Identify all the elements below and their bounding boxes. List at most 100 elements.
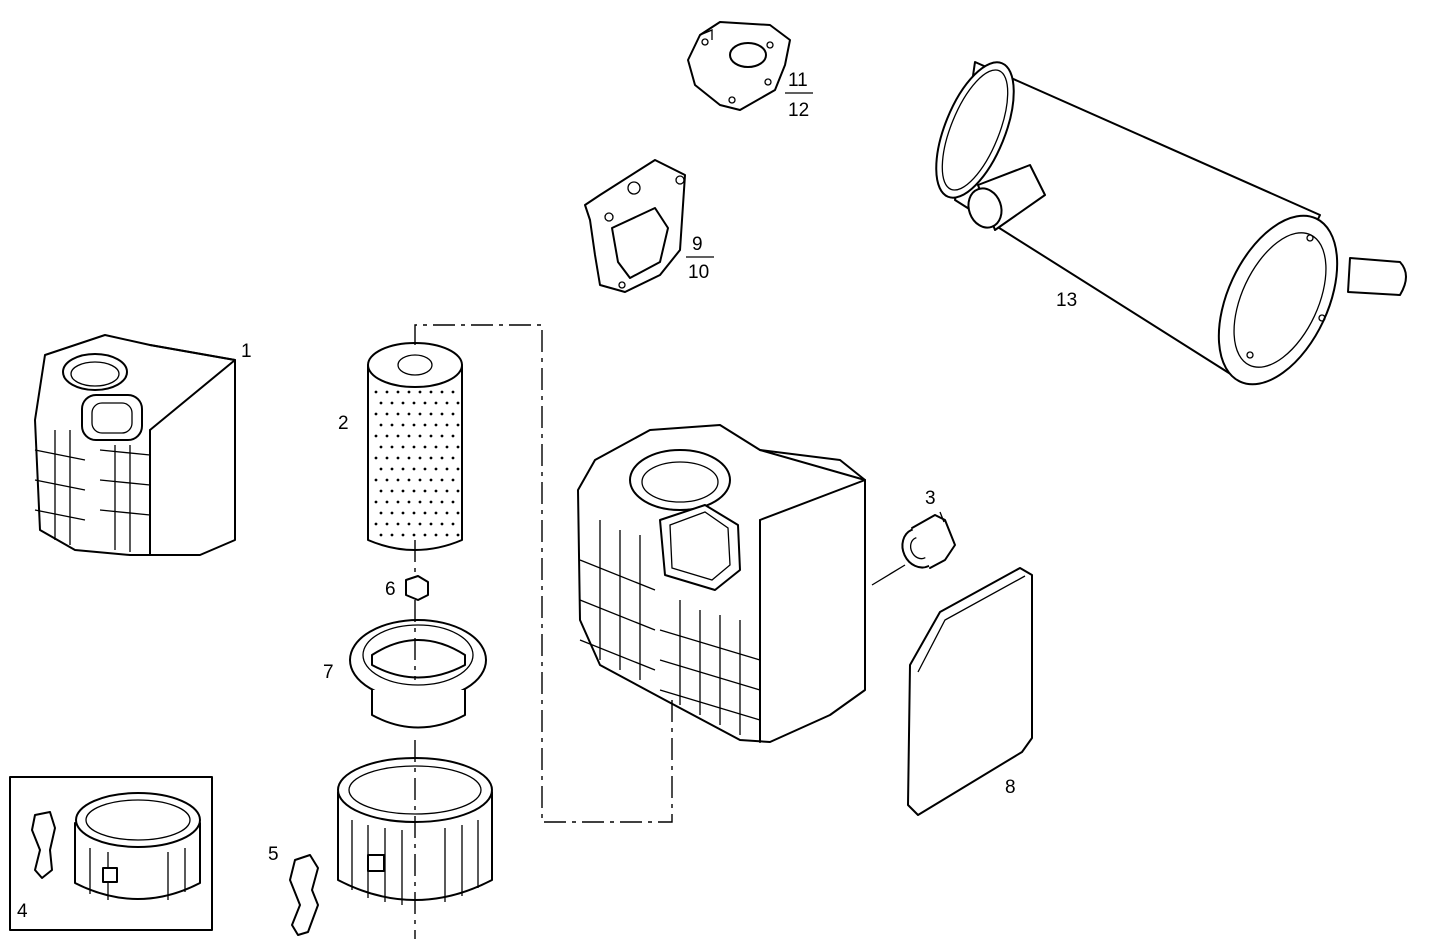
mesh-dot <box>445 489 449 493</box>
mesh-dot <box>412 489 416 493</box>
mesh-dot <box>396 478 400 482</box>
mesh-dot <box>445 401 449 405</box>
mesh-dot <box>456 511 460 515</box>
callout-5: 5 <box>268 844 279 865</box>
callout-1: 1 <box>241 341 252 362</box>
mesh-dot <box>396 522 400 526</box>
mesh-dot <box>423 445 427 449</box>
muffler <box>935 61 1407 386</box>
mesh-dot <box>445 445 449 449</box>
mesh-dot <box>379 467 383 471</box>
spring-clip <box>289 854 319 936</box>
mesh-dot <box>434 511 438 515</box>
mesh-dot <box>385 522 389 526</box>
mesh-dot <box>423 423 427 427</box>
mesh-dot <box>396 500 400 504</box>
mesh-dot <box>429 456 433 460</box>
mesh-dot <box>412 533 416 537</box>
mesh-dot <box>418 522 422 526</box>
mesh-dot <box>429 478 433 482</box>
mesh-dot <box>379 533 383 537</box>
mesh-dot <box>434 489 438 493</box>
mesh-dot <box>379 511 383 515</box>
mesh-dot <box>434 423 438 427</box>
mesh-dot <box>390 401 394 405</box>
mesh-dot <box>451 456 455 460</box>
callout-8: 6 <box>385 579 396 600</box>
mesh-dot <box>429 434 433 438</box>
mesh-dot <box>374 500 378 504</box>
mesh-dot <box>429 522 433 526</box>
mesh-dot <box>412 423 416 427</box>
mesh-dot <box>379 423 383 427</box>
mesh-dot <box>390 423 394 427</box>
mesh-dot <box>434 533 438 537</box>
mesh-dot <box>407 478 411 482</box>
mesh-dot <box>445 533 449 537</box>
mesh-dot <box>429 412 433 416</box>
callout-13: 13 <box>1056 290 1077 311</box>
mesh-dot <box>374 434 378 438</box>
wing-nut <box>405 575 429 601</box>
mesh-dot <box>374 390 378 394</box>
mesh-dot <box>390 467 394 471</box>
mesh-dot <box>385 434 389 438</box>
mesh-dot <box>451 390 455 394</box>
mesh-dot <box>440 390 444 394</box>
pre-filter-panel <box>907 567 1033 816</box>
mesh-dot <box>451 412 455 416</box>
callout-9: 9 <box>692 234 703 255</box>
mesh-dot <box>451 522 455 526</box>
mesh-dot <box>456 467 460 471</box>
housing-top-left <box>34 334 236 556</box>
callout-12: 12 <box>788 100 809 121</box>
mesh-dot <box>385 412 389 416</box>
mesh-dot <box>407 522 411 526</box>
mesh-dot <box>440 412 444 416</box>
mesh-dot <box>385 500 389 504</box>
mesh-dot <box>385 478 389 482</box>
mesh-dot <box>434 467 438 471</box>
mesh-dot <box>423 533 427 537</box>
callout-6: 7 <box>323 662 334 683</box>
mesh-dot <box>379 401 383 405</box>
mesh-dot <box>418 478 422 482</box>
dust-cup-cover <box>349 619 487 729</box>
mesh-dot <box>407 412 411 416</box>
mesh-dot <box>379 445 383 449</box>
mesh-dot <box>440 522 444 526</box>
mesh-dot <box>423 511 427 515</box>
mesh-dot <box>401 401 405 405</box>
mesh-dot <box>451 434 455 438</box>
mesh-dot <box>456 401 460 405</box>
mesh-dot <box>396 412 400 416</box>
mesh-dot <box>429 500 433 504</box>
mesh-dot <box>390 445 394 449</box>
mesh-dot <box>434 445 438 449</box>
mesh-dot <box>440 434 444 438</box>
mesh-dot <box>412 445 416 449</box>
filter-cartridge <box>367 342 463 551</box>
mesh-dot <box>374 456 378 460</box>
callout-3: 3 <box>925 488 936 509</box>
mesh-dot <box>418 412 422 416</box>
cup-kit-boxed <box>9 776 213 931</box>
mesh-dot <box>456 489 460 493</box>
mounting-flange <box>687 21 791 111</box>
mesh-dot <box>407 456 411 460</box>
mesh-dot <box>407 434 411 438</box>
mesh-dot <box>390 533 394 537</box>
callout-7: 8 <box>1005 777 1016 798</box>
mesh-dot <box>451 478 455 482</box>
mesh-dot <box>429 390 433 394</box>
filter-mesh <box>374 390 460 537</box>
mesh-dot <box>385 456 389 460</box>
mesh-dot <box>412 401 416 405</box>
callout-11: 11 <box>788 70 808 91</box>
mesh-dot <box>423 401 427 405</box>
mesh-dot <box>401 423 405 427</box>
mesh-dot <box>412 467 416 471</box>
mesh-dot <box>374 478 378 482</box>
mesh-dot <box>423 467 427 471</box>
